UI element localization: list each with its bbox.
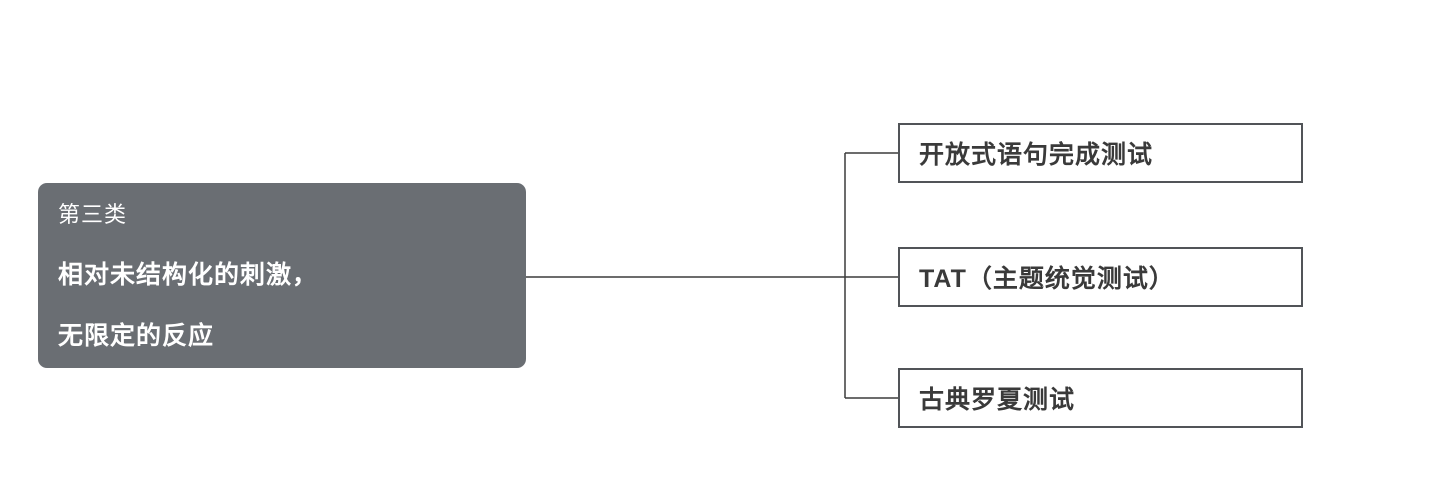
node-label: 开放式语句完成测试 [919, 141, 1154, 169]
root-node-category-three: 第三类 相对未结构化的刺激， 无限定的反应 [38, 183, 526, 368]
root-node-description-line2: 无限定的反应 [58, 322, 215, 350]
node-tat-thematic-apperception-test: TAT（主题统觉测试） [898, 247, 1303, 307]
root-node-description-line1: 相对未结构化的刺激， [58, 261, 319, 289]
node-label: 古典罗夏测试 [919, 386, 1076, 414]
node-classic-rorschach-test: 古典罗夏测试 [898, 368, 1303, 428]
node-label: TAT（主题统觉测试） [919, 265, 1175, 293]
node-open-sentence-completion-test: 开放式语句完成测试 [898, 123, 1303, 183]
root-node-title: 第三类 [58, 202, 128, 227]
